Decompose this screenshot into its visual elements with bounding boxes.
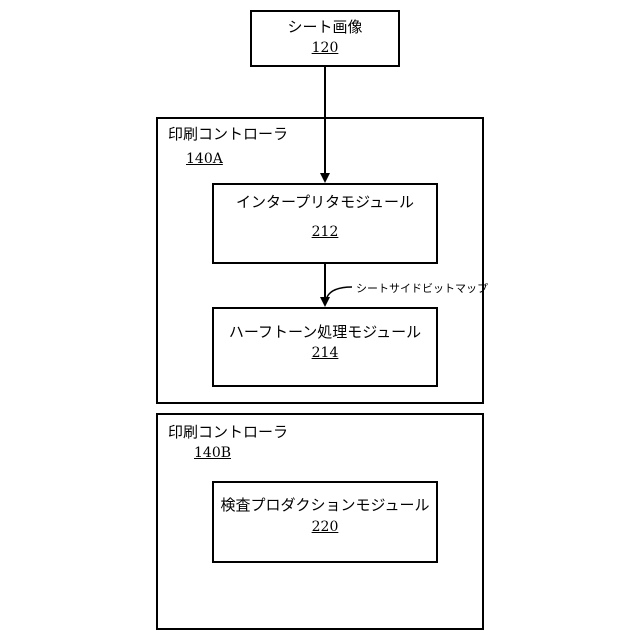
sheet-image-label: シート画像 — [252, 18, 398, 36]
inspection-production-module-box: 検査プロダクションモジュール 220 — [212, 481, 438, 563]
sheet-side-bitmap-label: シートサイドビットマップ — [356, 280, 488, 298]
interpreter-module-label: インタープリタモジュール — [214, 193, 436, 211]
print-controller-a-label: 印刷コントローラ — [168, 125, 288, 143]
print-controller-a-ref: 140A — [186, 150, 223, 168]
print-controller-b-label: 印刷コントローラ — [168, 423, 288, 441]
halftone-module-ref: 214 — [214, 344, 436, 362]
halftone-module-label: ハーフトーン処理モジュール — [214, 323, 436, 341]
sheet-image-ref: 120 — [252, 39, 398, 57]
interpreter-module-ref: 212 — [214, 223, 436, 241]
interpreter-module-box: インタープリタモジュール 212 — [212, 183, 438, 264]
print-controller-b-ref: 140B — [194, 444, 231, 462]
inspection-production-module-label: 検査プロダクションモジュール — [214, 496, 436, 514]
inspection-production-module-ref: 220 — [214, 518, 436, 536]
halftone-module-box: ハーフトーン処理モジュール 214 — [212, 307, 438, 387]
sheet-image-box: シート画像 120 — [250, 10, 400, 67]
